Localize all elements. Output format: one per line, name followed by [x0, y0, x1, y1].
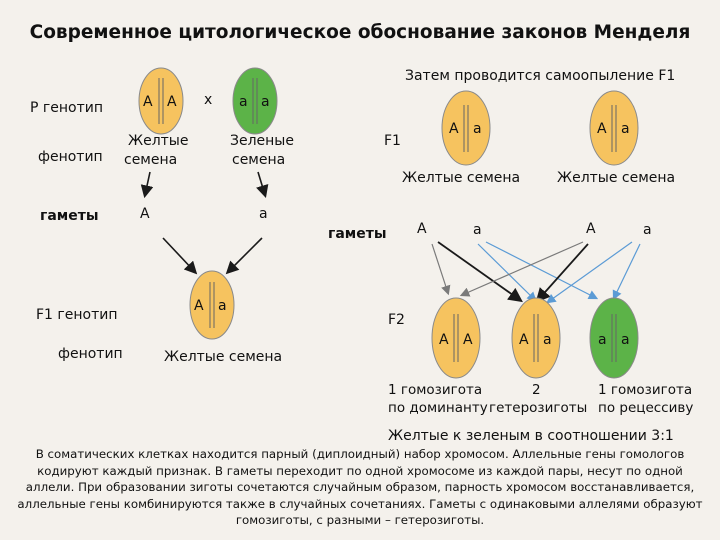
- right-f1-cell-2: А а: [589, 90, 639, 166]
- f2-cell-AA: А А: [431, 297, 481, 379]
- right-f1-cell2-allele-2: а: [621, 121, 630, 137]
- p-genotype-label: P генотип: [30, 100, 103, 116]
- left-f1-allele-1: А: [194, 298, 204, 314]
- right-f1-cell1-allele-2: а: [473, 121, 482, 137]
- f1-genotype-label: F1 генотип: [36, 307, 118, 323]
- parent1-phenotype-line2: семена: [124, 152, 178, 168]
- left-gametes-label: гаметы: [40, 208, 99, 224]
- arrow-g3-to-Aa: [535, 243, 589, 303]
- arrow-g2-to-Aa: [477, 243, 537, 302]
- left-f1-cell: А а: [189, 270, 235, 340]
- f2-aa-allele-1: а: [598, 332, 607, 348]
- right-gamete-1: А: [417, 221, 427, 237]
- result3-line1: 1 гомозигота: [598, 382, 693, 398]
- footer-explanation: В соматических клетках находится парный …: [17, 447, 703, 527]
- parent2-allele-2: а: [261, 94, 270, 110]
- arrow-parent2-to-gamete: [256, 171, 269, 199]
- right-gametes-label: гаметы: [328, 226, 387, 242]
- parent1-phenotype-line1: Желтые: [128, 133, 189, 149]
- cross-sign: x: [204, 92, 213, 108]
- arrow-g2-to-aa: [485, 241, 599, 300]
- parent2-phenotype-line1: Зеленые: [230, 133, 294, 149]
- result2-line1: 2: [532, 382, 541, 398]
- f2-aa-allele-2: а: [621, 332, 630, 348]
- right-f1-label: F1: [384, 133, 401, 149]
- p-phenotype-label: фенотип: [38, 149, 103, 165]
- f2-Aa-allele-2: а: [543, 332, 552, 348]
- arrow-g1-to-Aa: [437, 241, 523, 303]
- arrow-g1-to-AA: [431, 243, 451, 296]
- parent2-allele-1: а: [239, 94, 248, 110]
- parent1-allele-1: А: [143, 94, 153, 110]
- arrow-gamete2-to-f1: [225, 237, 263, 275]
- right-f1-cell2-allele-1: А: [597, 121, 607, 137]
- arrow-g4-to-Aa: [546, 241, 633, 304]
- result1-line1: 1 гомозигота: [388, 382, 483, 398]
- right-gamete-4: а: [643, 222, 652, 238]
- result3-line2: по рецессиву: [598, 400, 694, 416]
- left-f1-allele-2: а: [218, 298, 227, 314]
- left-gamete-1: А: [140, 206, 150, 222]
- f2-cell-Aa: А а: [511, 297, 561, 379]
- selfing-note: Затем проводится самоопыление F1: [405, 68, 676, 84]
- left-f1-phenotype: Желтые семена: [164, 349, 283, 365]
- f2-AA-allele-1: А: [439, 332, 449, 348]
- right-gamete-2: а: [473, 222, 482, 238]
- parent1-allele-2: А: [167, 94, 177, 110]
- f2-AA-allele-2: А: [463, 332, 473, 348]
- right-cell2-phenotype: Желтые семена: [557, 170, 676, 186]
- arrow-gamete1-to-f1: [162, 237, 198, 275]
- result2-line2: гетерозиготы: [489, 400, 588, 416]
- parent2-phenotype-line2: семена: [232, 152, 286, 168]
- f1-phenotype-label: фенотип: [58, 346, 123, 362]
- right-cell1-phenotype: Желтые семена: [402, 170, 521, 186]
- arrow-parent1-to-gamete: [140, 171, 154, 199]
- ratio-text: Желтые к зеленым в соотношении 3:1: [388, 428, 674, 444]
- f2-label: F2: [388, 312, 405, 328]
- arrow-g3-to-AA: [459, 241, 584, 297]
- left-gamete-2: а: [259, 206, 268, 222]
- right-f1-cell1-allele-1: А: [449, 121, 459, 137]
- right-f1-cell-1: А а: [441, 90, 491, 166]
- right-gamete-3: А: [586, 221, 596, 237]
- f2-Aa-allele-1: А: [519, 332, 529, 348]
- arrow-g4-to-aa: [612, 243, 641, 301]
- parent1-cell: А А: [138, 67, 184, 135]
- page-title: Современное цитологическое обоснование з…: [29, 22, 691, 43]
- parent2-cell: а а: [232, 67, 278, 135]
- f2-cell-aa: а а: [589, 297, 639, 379]
- result1-line2: по доминанту: [388, 400, 488, 416]
